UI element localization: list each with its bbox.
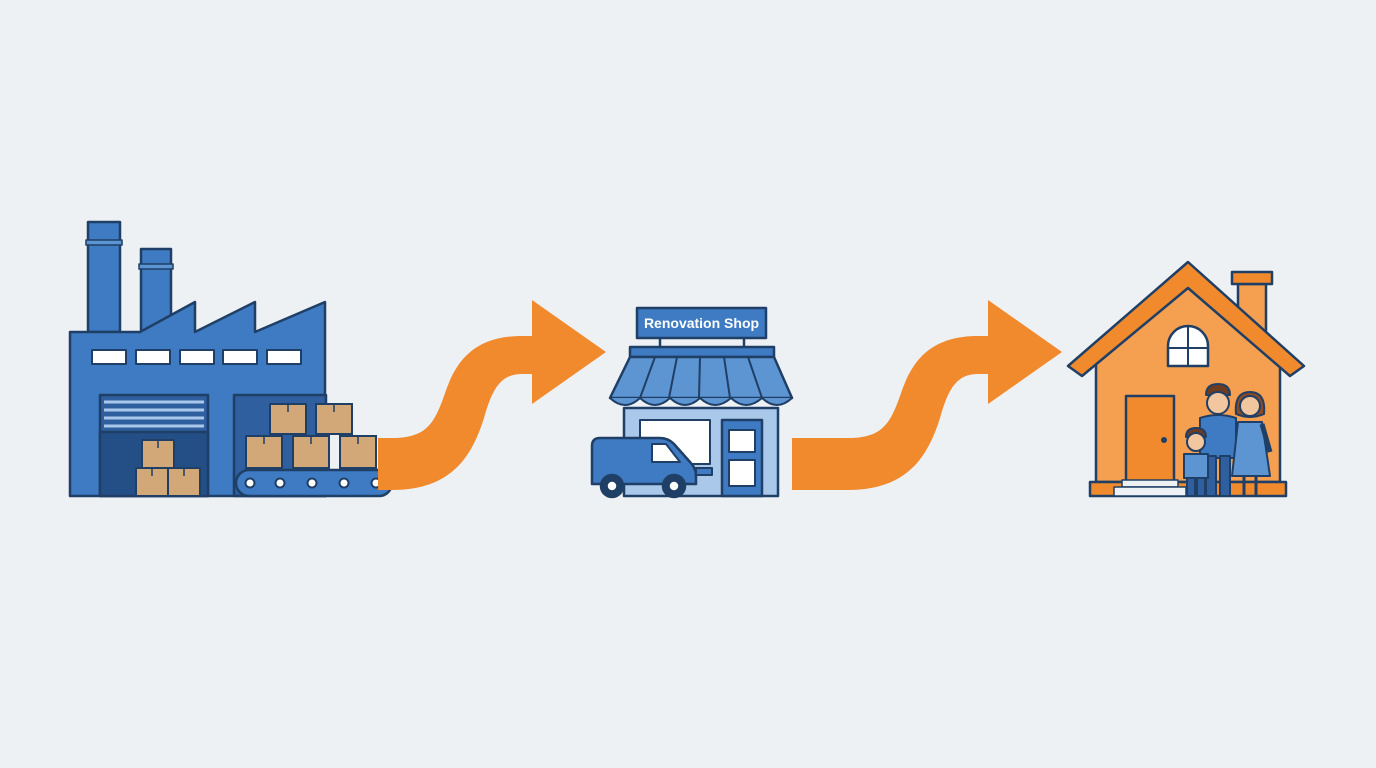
shop-sign	[635, 306, 768, 340]
house-roof	[1066, 260, 1306, 378]
awning	[608, 355, 794, 400]
house-icon	[1066, 260, 1306, 498]
curved-arrow-icon	[792, 300, 1062, 490]
chimney-tall	[86, 220, 122, 334]
curved-arrow-icon	[378, 300, 606, 490]
mother-figure	[1231, 391, 1273, 496]
child-figure	[1183, 427, 1209, 497]
delivery-van-icon	[590, 436, 713, 499]
boxes-stack-icon	[151, 403, 377, 476]
shop-sign-label: Renovation Shop	[644, 315, 759, 331]
conveyor-belt-icon	[234, 468, 394, 498]
father-figure	[1199, 383, 1237, 497]
family-icon	[1183, 383, 1273, 497]
